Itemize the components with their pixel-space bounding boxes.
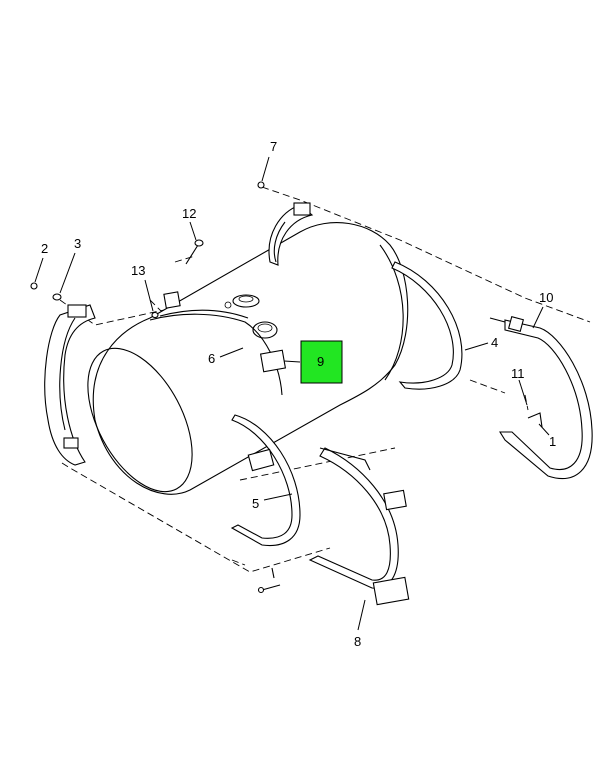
callout-5[interactable]: 5 (252, 496, 259, 511)
strap-6 (149, 291, 287, 396)
strap-10 (489, 315, 593, 480)
fuel-tank (87, 222, 409, 495)
strap-8 (308, 447, 410, 606)
front-bracket (44, 304, 96, 466)
clamp-block-9 (259, 349, 287, 373)
callout-6[interactable]: 6 (208, 351, 215, 366)
fuel-sender (252, 321, 278, 339)
callout-labels: 1 2 3 4 5 6 7 8 10 11 12 13 (41, 139, 556, 649)
highlighted-callout-9[interactable]: 9 (300, 340, 343, 384)
callout-12[interactable]: 12 (182, 206, 196, 221)
washer-3 (52, 293, 62, 301)
lower-mount-bracket (247, 448, 275, 472)
bolt-lower (257, 567, 281, 594)
callout-3[interactable]: 3 (74, 236, 81, 251)
callout-4[interactable]: 4 (491, 335, 498, 350)
filler-neck (232, 294, 260, 308)
highlight-box[interactable] (300, 340, 343, 384)
rear-top-bracket (268, 202, 314, 266)
nut-7 (257, 181, 265, 189)
bolt-12 (185, 239, 204, 265)
callout-1[interactable]: 1 (549, 434, 556, 449)
strap-4 (391, 261, 463, 390)
callout-11[interactable]: 11 (511, 366, 525, 381)
callout-7[interactable]: 7 (270, 139, 277, 154)
bolt-13 (151, 311, 159, 319)
strap-5 (230, 414, 301, 547)
callout-9[interactable]: 9 (317, 354, 324, 369)
callout-13[interactable]: 13 (131, 263, 145, 278)
callout-2[interactable]: 2 (41, 241, 48, 256)
nut-2 (30, 282, 38, 290)
leader-lines (34, 156, 550, 631)
tank-end-cap (87, 347, 193, 493)
clip-1 (527, 412, 543, 428)
callout-8[interactable]: 8 (354, 634, 361, 649)
callout-10[interactable]: 10 (539, 290, 553, 305)
